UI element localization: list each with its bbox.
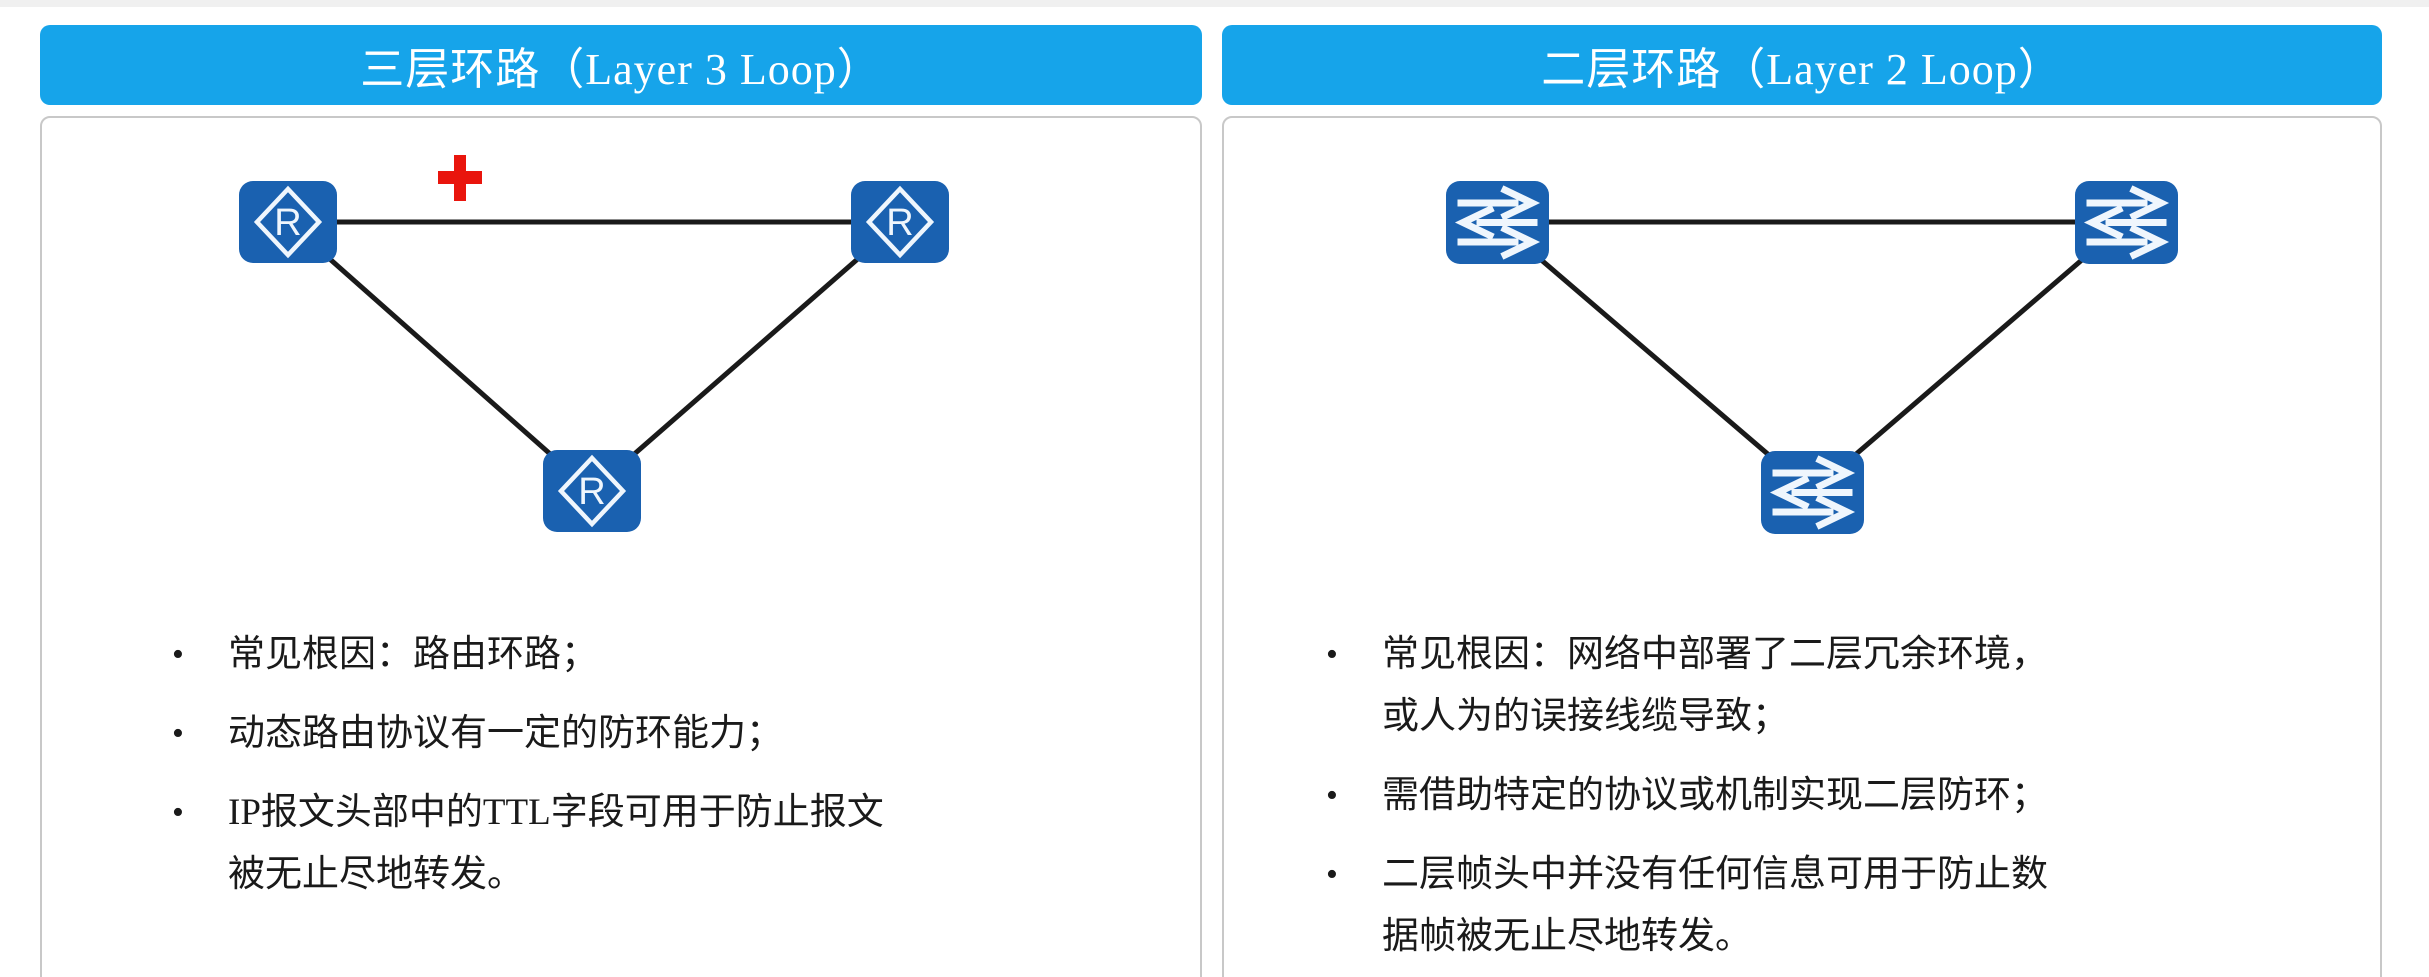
bullet-text: IP报文头部中的TTL字段可用于防止报文 xyxy=(228,792,884,833)
panel-layer2-title: 二层环路（Layer 2 Loop） xyxy=(1541,45,2063,94)
red-cross-icon xyxy=(435,152,485,209)
switch-icon xyxy=(1760,450,1865,540)
list-item: 常见根因：路由环路； xyxy=(172,624,1170,686)
router-icon xyxy=(238,180,338,269)
bullet-text: 动态路由协议有一定的防环能力； xyxy=(228,713,783,754)
panel-layer2-body: 常见根因：网络中部署了二层冗余环境， 或人为的误接线缆导致； 需借助特定的协议或… xyxy=(1222,116,2382,977)
list-item: 动态路由协议有一定的防环能力； xyxy=(172,703,1170,765)
bullet-text: 被无止尽地转发。 xyxy=(228,854,524,895)
list-item: 二层帧头中并没有任何信息可用于防止数 据帧被无止尽地转发。 xyxy=(1326,844,2350,968)
router-icon xyxy=(850,180,950,269)
bullet-text: 需借助特定的协议或机制实现二层防环； xyxy=(1382,775,2048,816)
bullet-text: 或人为的误接线缆导致； xyxy=(1382,696,1789,737)
bullet-text: 常见根因：网络中部署了二层冗余环境， xyxy=(1382,634,2048,675)
switch-icon xyxy=(1445,180,1550,270)
bullet-text: 常见根因：路由环路； xyxy=(228,634,598,675)
list-item: IP报文头部中的TTL字段可用于防止报文 被无止尽地转发。 xyxy=(172,782,1170,906)
bullet-text: 二层帧头中并没有任何信息可用于防止数 xyxy=(1382,854,2048,895)
list-item: 需借助特定的协议或机制实现二层防环； xyxy=(1326,765,2350,827)
panel-layer3-title: 三层环路（Layer 3 Loop） xyxy=(360,45,882,94)
layer3-bullet-list: 常见根因：路由环路； 动态路由协议有一定的防环能力； IP报文头部中的TTL字段… xyxy=(42,624,1170,923)
panel-layer3-header: 三层环路（Layer 3 Loop） xyxy=(40,25,1202,105)
router-icon xyxy=(542,449,642,538)
top-edge-strip xyxy=(0,0,2429,7)
panel-layer3-body: 常见根因：路由环路； 动态路由协议有一定的防环能力； IP报文头部中的TTL字段… xyxy=(40,116,1202,977)
layer2-bullet-list: 常见根因：网络中部署了二层冗余环境， 或人为的误接线缆导致； 需借助特定的协议或… xyxy=(1224,624,2350,977)
switch-icon xyxy=(2074,180,2179,270)
bullet-text: 据帧被无止尽地转发。 xyxy=(1382,916,1752,957)
panel-layer3-loop: 三层环路（Layer 3 Loop） xyxy=(40,0,1202,977)
panel-layer2-header: 二层环路（Layer 2 Loop） xyxy=(1222,25,2382,105)
list-item: 常见根因：网络中部署了二层冗余环境， 或人为的误接线缆导致； xyxy=(1326,624,2350,748)
panel-layer2-loop: 二层环路（Layer 2 Loop） 常见根因：网络中部署了二层冗余环境， 或人… xyxy=(1222,0,2382,977)
